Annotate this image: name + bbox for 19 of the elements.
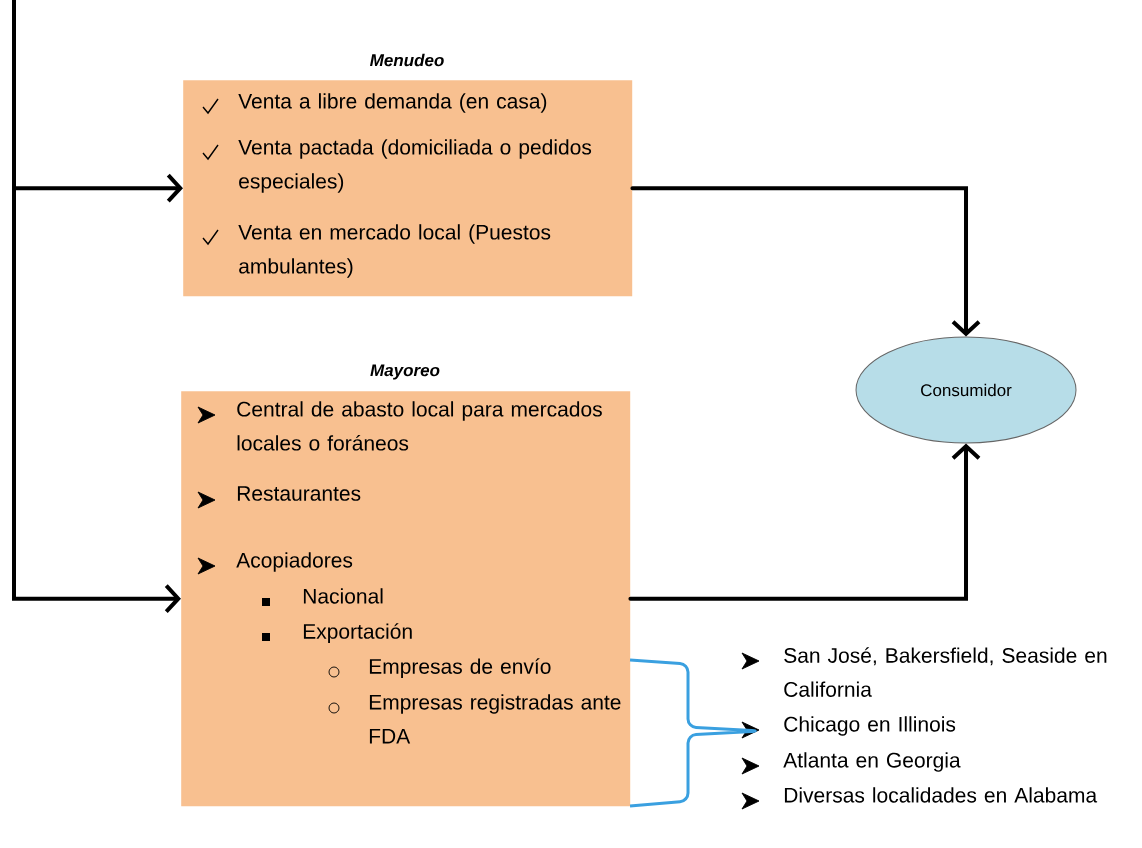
list-item: Nacional xyxy=(303,588,383,604)
destination-item: San José, Bakersfield, Seaside en California xyxy=(784,647,1107,697)
arrow xyxy=(628,443,981,601)
list-item: Exportación xyxy=(303,623,412,644)
arrow xyxy=(12,0,181,614)
list-item: Venta en mercado local (Puestos ambulantes) xyxy=(238,224,551,278)
arrow xyxy=(630,186,981,337)
list-item: Restaurantes xyxy=(237,486,361,501)
list-item: Venta pactada (domiciliada o pedidos especiales) xyxy=(238,139,592,193)
list-item: Central de abasto local para mercados locales o foráneos xyxy=(237,401,602,451)
box-heading: Mayoreo xyxy=(370,364,440,380)
list-item: Venta a libre demanda (en casa) xyxy=(238,93,547,113)
box-heading: Menudeo xyxy=(370,53,444,67)
destination-item: Diversas localidades en Alabama xyxy=(784,787,1098,803)
list-item: Empresas registradas ante FDA xyxy=(369,694,621,744)
list-item: Acopiadores xyxy=(236,552,353,572)
destination-item: Chicago en Illinois xyxy=(784,716,956,736)
destination-item: Atlanta en Georgia xyxy=(783,752,961,772)
list-item: Empresas de envío xyxy=(369,658,551,679)
